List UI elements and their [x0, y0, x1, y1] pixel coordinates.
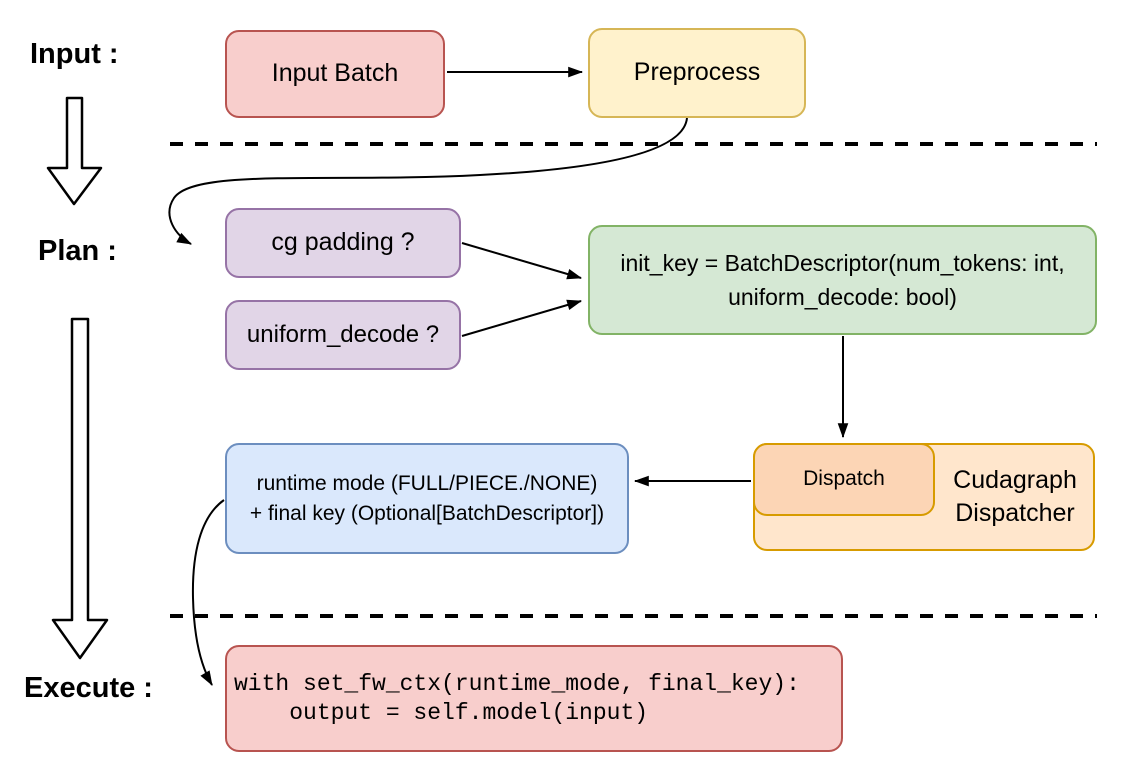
- stage-label-plan: Plan :: [38, 235, 117, 267]
- arrow-uniformdecode-to-initkey: [461, 299, 583, 337]
- node-input-batch: Input Batch: [225, 30, 445, 118]
- node-runtime-result: runtime mode (FULL/PIECE./NONE) + final …: [225, 443, 629, 554]
- node-init-key: init_key = BatchDescriptor(num_tokens: i…: [588, 225, 1097, 335]
- node-dispatch-label: Dispatch: [803, 467, 885, 491]
- node-execute-code: with set_fw_ctx(runtime_mode, final_key)…: [225, 645, 843, 752]
- arrow-cgpadding-to-initkey: [461, 242, 583, 280]
- node-cudagraph-dispatcher-text: Cudagraph Dispatcher: [937, 445, 1093, 549]
- node-input-batch-label: Input Batch: [271, 59, 399, 88]
- stage-label-execute: Execute :: [24, 672, 153, 704]
- flow-arrow-input-to-plan: [46, 96, 103, 206]
- node-uniform-decode-label: uniform_decode ?: [246, 321, 440, 348]
- stage-label-input: Input :: [30, 38, 119, 70]
- node-dispatch: Dispatch: [753, 443, 935, 516]
- node-cudagraph-dispatcher-line1: Cudagraph: [953, 466, 1077, 494]
- node-init-key-line2: uniform_decode: bool): [728, 284, 957, 310]
- node-preprocess-label: Preprocess: [633, 58, 761, 87]
- node-uniform-decode: uniform_decode ?: [225, 300, 461, 370]
- node-cudagraph-dispatcher-line2: Dispatcher: [955, 499, 1075, 527]
- node-cg-padding: cg padding ?: [225, 208, 461, 278]
- flow-arrow-plan-to-execute: [51, 317, 109, 660]
- curve-preprocess-to-plan: [168, 117, 688, 245]
- node-execute-code-line2: output = self.model(input): [234, 699, 649, 726]
- curve-runtime-to-execute: [191, 499, 225, 686]
- node-runtime-result-line1: runtime mode (FULL/PIECE./NONE): [256, 471, 598, 495]
- node-runtime-result-line2: + final key (Optional[BatchDescriptor]): [249, 501, 605, 525]
- node-execute-code-line1: with set_fw_ctx(runtime_mode, final_key)…: [234, 670, 800, 697]
- node-cg-padding-label: cg padding ?: [271, 228, 415, 257]
- node-init-key-line1: init_key = BatchDescriptor(num_tokens: i…: [620, 250, 1065, 276]
- node-preprocess: Preprocess: [588, 28, 806, 118]
